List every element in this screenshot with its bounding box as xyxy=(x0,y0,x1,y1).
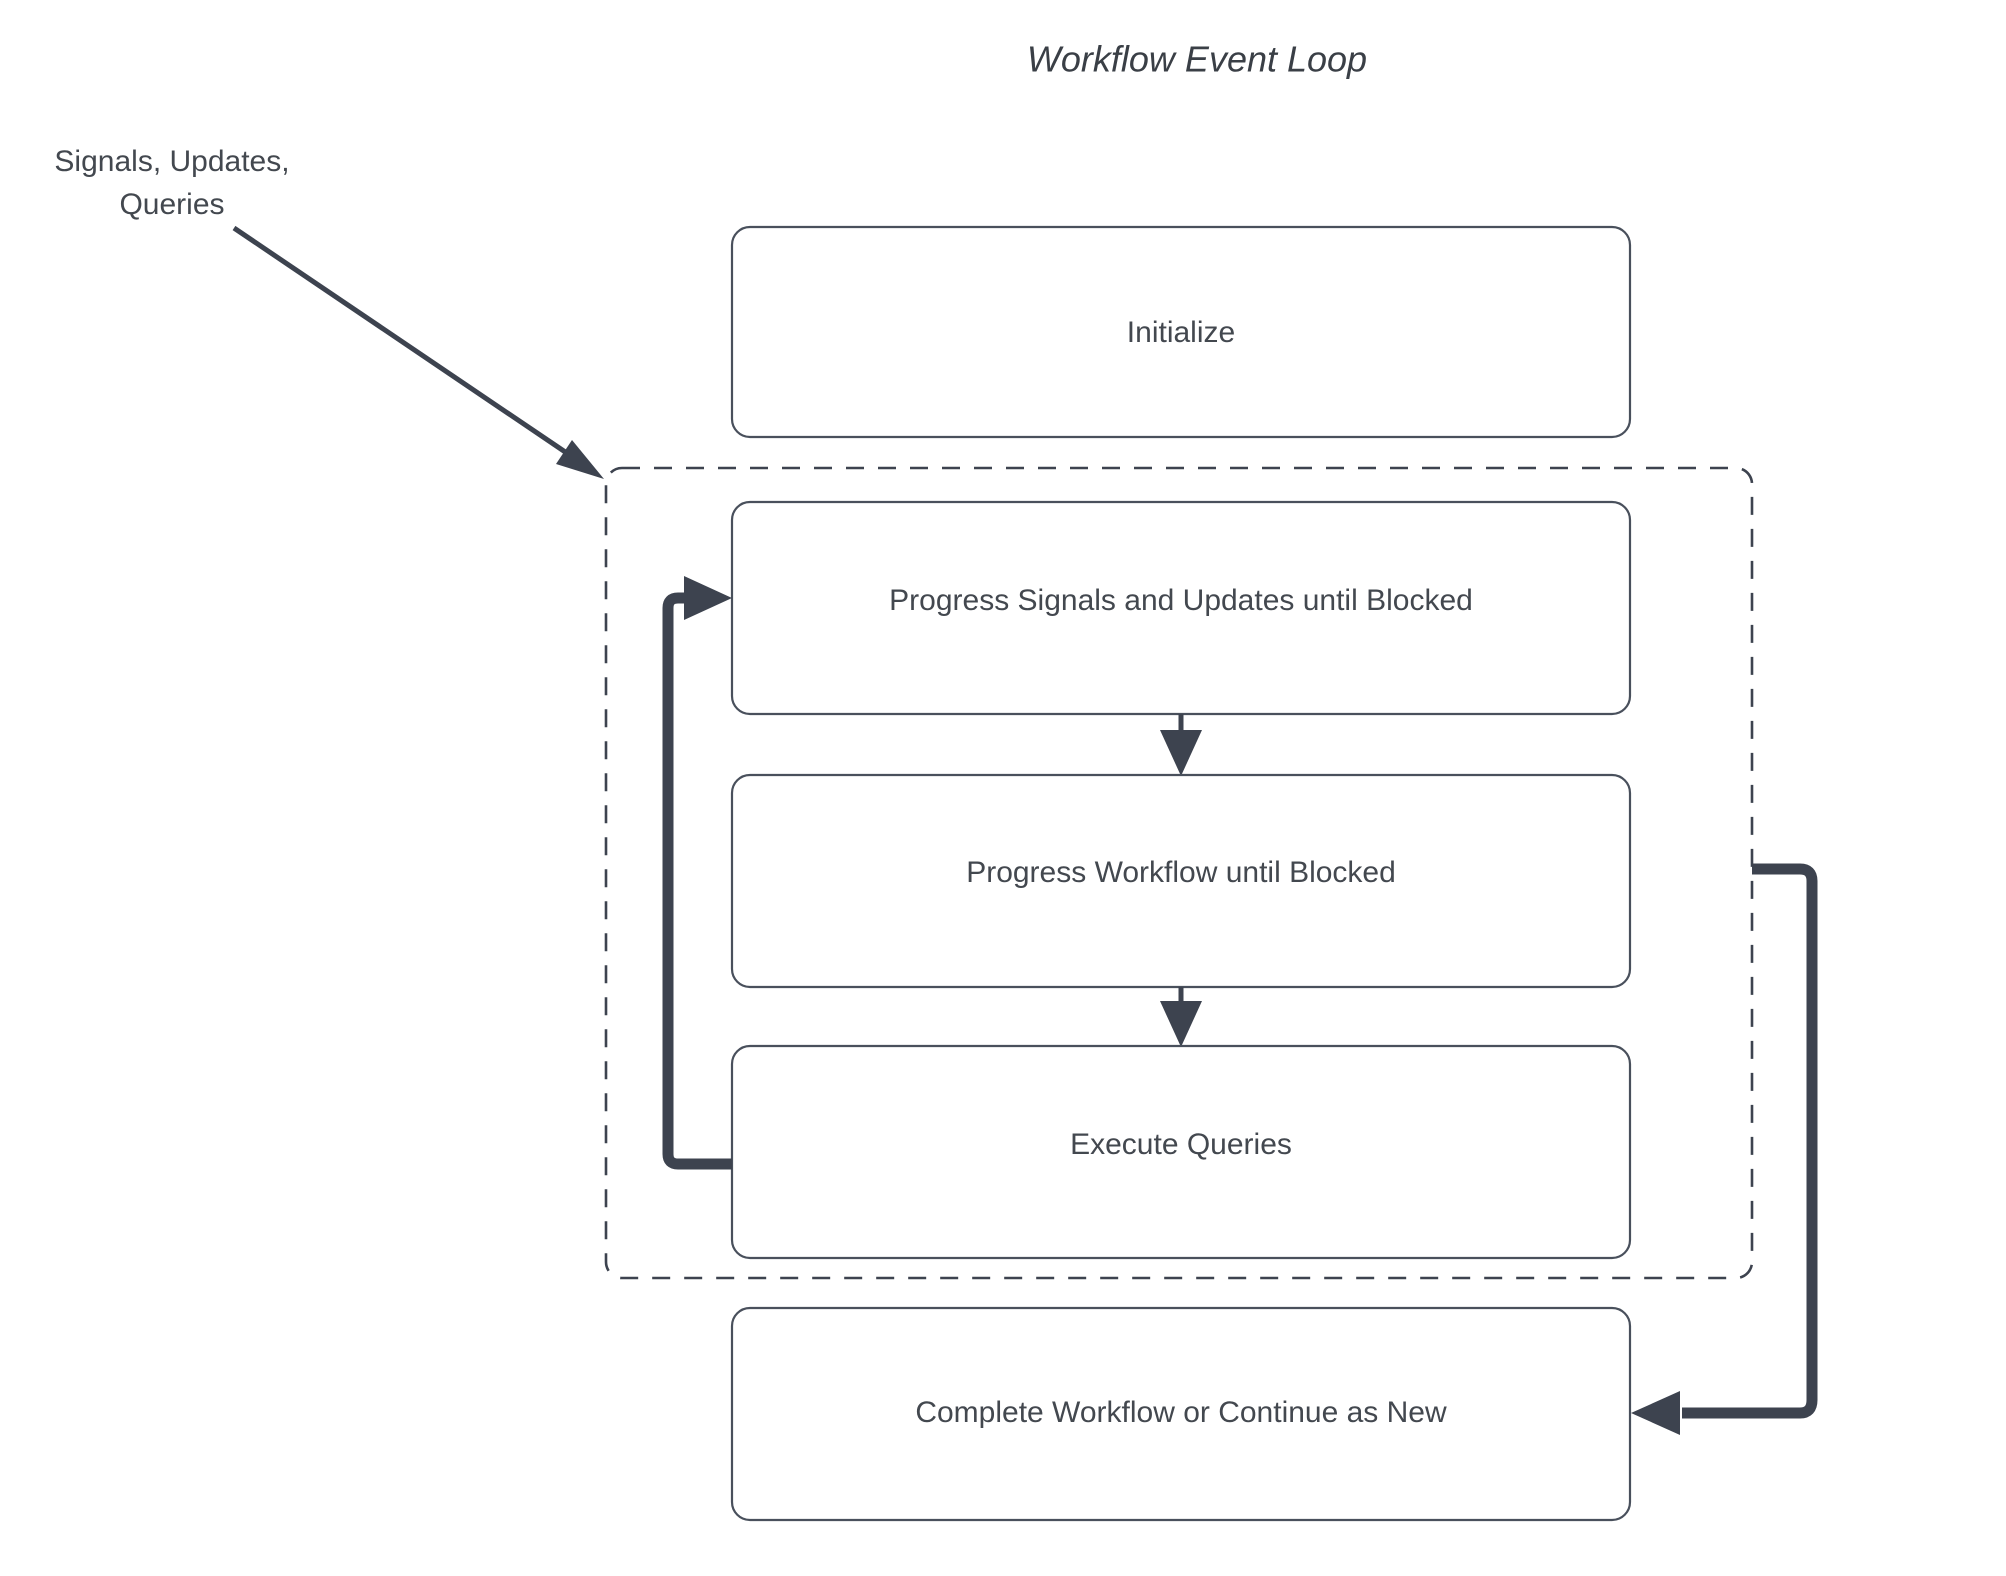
arrowhead-execute-queries xyxy=(1160,1001,1202,1047)
arrowhead-loop-back-left xyxy=(684,576,732,620)
node-initialize-label: Initialize xyxy=(1127,316,1235,349)
node-execute-queries-label: Execute Queries xyxy=(1070,1128,1292,1161)
node-complete-workflow[interactable]: Complete Workflow or Continue as New xyxy=(730,1306,1632,1522)
arrowhead-external-input xyxy=(556,440,604,479)
node-initialize-box[interactable] xyxy=(730,225,1632,439)
node-complete-workflow-box[interactable] xyxy=(730,1306,1632,1522)
node-execute-queries-box[interactable] xyxy=(730,1044,1632,1260)
edge-progress-signals-to-progress-workflow xyxy=(1160,714,1202,776)
edge-external-input-to-event-loop xyxy=(232,225,604,479)
arrowhead-loop-right xyxy=(1631,1391,1680,1435)
edge-progress-workflow-to-execute-queries xyxy=(1160,987,1202,1047)
node-progress-signals-label: Progress Signals and Updates until Block… xyxy=(889,584,1473,617)
edge-execute-queries-to-progress-signals xyxy=(662,576,732,1170)
external-input-label-line2: Queries xyxy=(119,188,224,221)
edge-event-loop-to-complete-workflow xyxy=(1631,863,1818,1435)
external-input-label-line1: Signals, Updates, xyxy=(54,145,289,178)
node-execute-queries[interactable]: Execute Queries xyxy=(730,1044,1632,1260)
arrowhead-progress-workflow xyxy=(1160,730,1202,776)
node-progress-signals[interactable]: Progress Signals and Updates until Block… xyxy=(730,500,1632,716)
node-initialize[interactable]: Initialize xyxy=(730,225,1632,439)
node-complete-workflow-label: Complete Workflow or Continue as New xyxy=(915,1396,1447,1429)
event-loop-group-container xyxy=(604,466,1754,1280)
diagram-title: Workflow Event Loop xyxy=(1027,39,1367,80)
node-progress-workflow[interactable]: Progress Workflow until Blocked xyxy=(730,773,1632,989)
node-progress-workflow-label: Progress Workflow until Blocked xyxy=(966,856,1396,889)
